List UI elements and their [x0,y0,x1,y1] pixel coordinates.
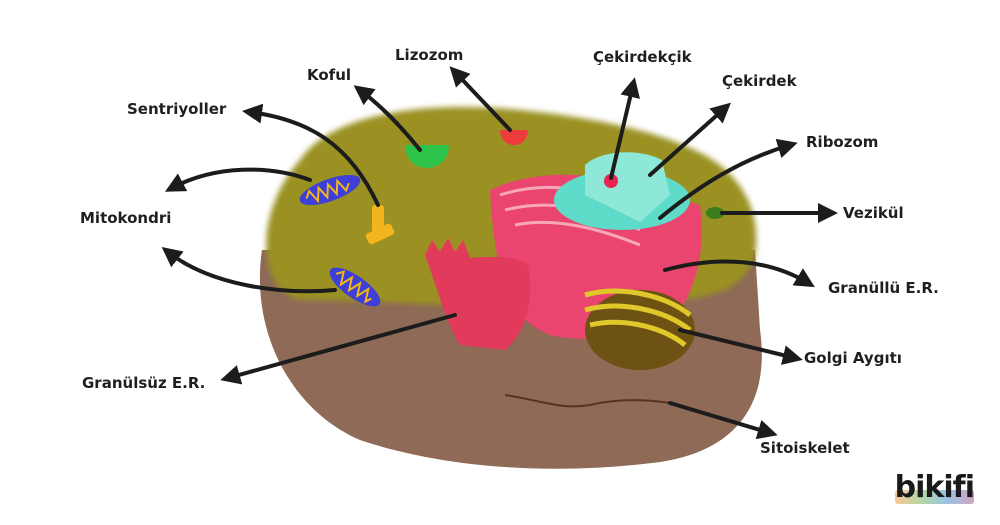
golgi-cisternae [584,288,692,347]
bikifi-logo: bikifi [894,470,975,505]
label-cekirdek: Çekirdek [722,72,798,90]
vesicle [706,207,724,219]
label-koful: Koful [307,66,351,84]
smooth-er [425,238,531,350]
label-granullu-er: Granüllü E.R. [828,279,939,297]
vacuole [405,145,449,168]
mitochondrion-bottom [329,267,381,307]
label-sentriyoller: Sentriyoller [127,100,227,118]
logo-text: bikifi [894,470,975,505]
arrow-cekirdek [648,102,731,177]
label-lizozom: Lizozom [395,46,463,64]
label-granulsuz-er: Granülsüz E.R. [82,374,205,392]
arrow-sitoiskelet [668,401,778,440]
arrow-golgi [678,328,803,365]
label-mitokondri: Mitokondri [80,209,171,227]
mitochondrion-top [299,174,361,206]
arrow-mitokondri-top [164,167,312,192]
cytoskeleton [504,394,671,408]
arrow-granulsuz-er [220,313,457,385]
label-golgi: Golgi Aygıtı [804,349,902,367]
arrow-lizozom [449,66,512,132]
golgi-apparatus [585,290,695,370]
arrow-mitokondri-bottom [161,247,337,294]
arrow-sentriyoller [242,103,380,207]
label-vezikul: Vezikül [843,204,904,222]
arrow-cekirdekcik [609,77,640,180]
label-cekirdekcik: Çekirdekçik [593,48,693,66]
nucleus-top [585,152,670,222]
centrioles [365,205,395,245]
label-ribozom: Ribozom [806,133,878,151]
nucleolus [604,174,618,188]
arrow-granullu-er [663,259,815,288]
arrow-ribozom [658,138,798,220]
lysosome [500,130,528,145]
label-sitoiskelet: Sitoiskelet [760,439,850,457]
arrow-koful [353,85,422,152]
